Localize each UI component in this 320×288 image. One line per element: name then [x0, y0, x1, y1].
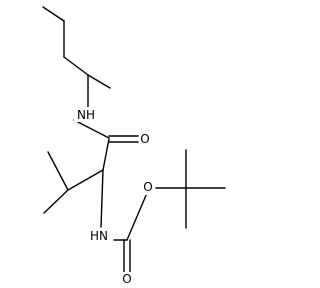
- carbamate-n-label: HN: [90, 229, 108, 243]
- bond-cbeta-methyl-a: [47, 151, 69, 191]
- carbamate-o-single-label: O: [143, 180, 152, 194]
- structure-canvas: NH O HN O O: [42, 6, 226, 287]
- amide-o-label: O: [140, 132, 149, 146]
- bond-calpha-cbeta: [67, 169, 104, 191]
- bond-pentyl-c3-c2: [63, 56, 89, 76]
- carbamate-o-double-label: O: [122, 272, 131, 286]
- bond-amide-c-calpha: [102, 138, 110, 171]
- amide-n-label: NH: [77, 108, 95, 122]
- bond-amide-n-c: [73, 119, 110, 139]
- bond-cbeta-methyl-b: [43, 189, 69, 214]
- bond-calpha-carbamate-n: [100, 169, 104, 228]
- bond-pentyl-c5-c4: [42, 6, 65, 22]
- bond-carbamate-c-o-single: [126, 192, 148, 241]
- bond-pentyl-c2-c1: [87, 74, 111, 89]
